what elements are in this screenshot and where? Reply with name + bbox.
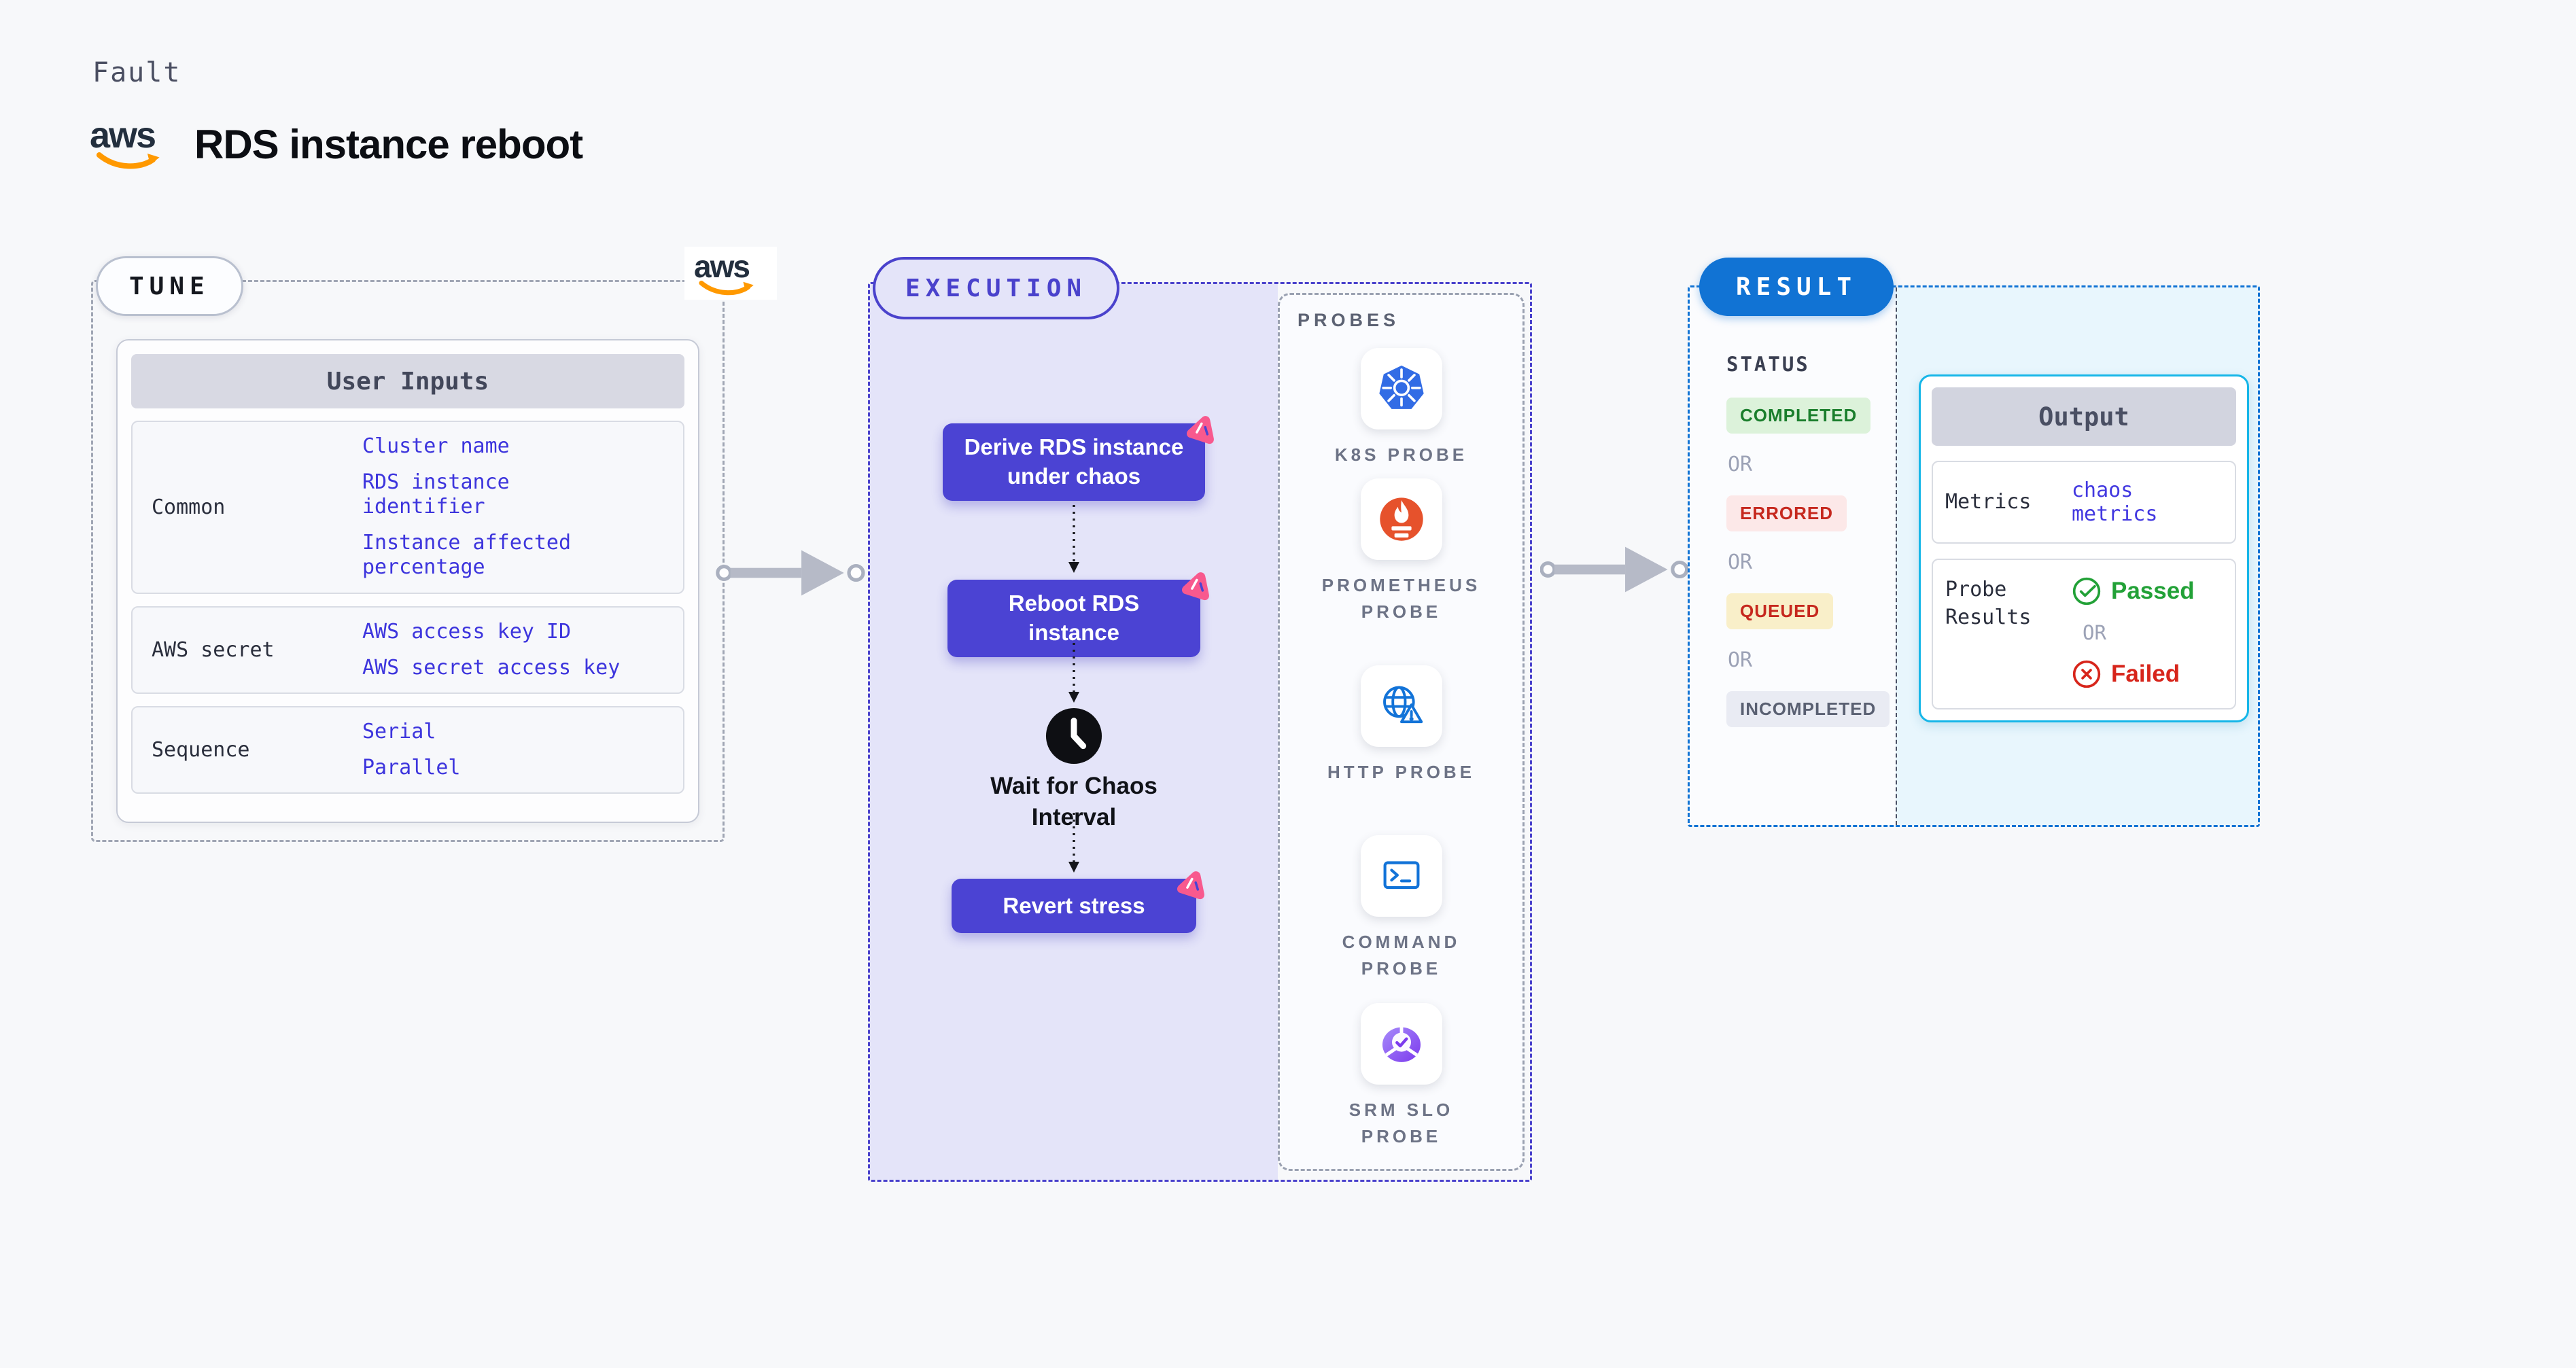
or-separator: OR bbox=[1728, 550, 1753, 574]
probe-card bbox=[1360, 348, 1442, 429]
tune-to-execution-arrow bbox=[716, 550, 865, 596]
input-row-label: Common bbox=[152, 495, 226, 519]
status-line: ERRORED bbox=[1726, 495, 1896, 531]
input-link[interactable]: Instance affected percentage bbox=[362, 530, 572, 580]
status-badge-queued: QUEUED bbox=[1726, 593, 1834, 629]
flow-arrow-down-icon bbox=[1068, 643, 1079, 703]
status-badge-incompleted: INCOMPLETED bbox=[1726, 691, 1890, 727]
probe-outcomes: Passed OR Failed bbox=[2072, 576, 2195, 689]
probe-item-command: COMMAND PROBE bbox=[1280, 835, 1522, 982]
result-badge: RESULT bbox=[1699, 258, 1894, 316]
output-row-metrics: Metrics chaos metrics bbox=[1932, 461, 2236, 544]
probe-results-label: Probe Results bbox=[1945, 578, 2032, 629]
input-link[interactable]: Parallel bbox=[362, 755, 461, 779]
probe-label: COMMAND PROBE bbox=[1342, 932, 1461, 979]
tune-section: TUNE aws User Inputs Common Cluster name… bbox=[91, 247, 777, 842]
failed-label: Failed bbox=[2111, 661, 2180, 687]
x-circle-icon bbox=[2072, 660, 2101, 688]
probe-label: PROMETHEUS PROBE bbox=[1321, 575, 1481, 622]
user-inputs-card: User Inputs Common Cluster name RDS inst… bbox=[116, 339, 699, 823]
probe-card bbox=[1360, 835, 1442, 917]
input-row-sequence: Sequence Serial Parallel bbox=[131, 706, 684, 794]
aws-smile-icon bbox=[699, 281, 754, 296]
probe-item-prometheus: PROMETHEUS PROBE bbox=[1280, 478, 1522, 625]
probe-label: K8S PROBE bbox=[1334, 444, 1468, 465]
prometheus-icon bbox=[1379, 497, 1423, 541]
input-link[interactable]: RDS instance identifier bbox=[362, 470, 510, 519]
input-link[interactable]: AWS access key ID bbox=[362, 619, 572, 644]
probe-card bbox=[1360, 1003, 1442, 1085]
or-separator: OR bbox=[1728, 453, 1753, 476]
input-row-aws-secret: AWS secret AWS access key ID AWS secret … bbox=[131, 606, 684, 695]
input-link[interactable]: AWS secret access key bbox=[362, 655, 621, 680]
status-heading: STATUS bbox=[1726, 353, 1810, 376]
probe-item-k8s: K8S PROBE bbox=[1280, 348, 1522, 468]
aws-smile-icon bbox=[96, 152, 160, 169]
outcome-failed: Failed bbox=[2072, 659, 2195, 689]
outcome-passed: Passed bbox=[2072, 576, 2195, 606]
status-badge-errored: ERRORED bbox=[1726, 495, 1847, 531]
input-row-links: Serial Parallel bbox=[362, 720, 634, 780]
flow-arrow-down-icon bbox=[1068, 505, 1079, 573]
input-link[interactable]: Serial bbox=[362, 720, 436, 744]
probe-card bbox=[1360, 665, 1442, 747]
chaos-fault-icon bbox=[1177, 871, 1204, 900]
probe-card bbox=[1360, 478, 1442, 560]
input-row-label: AWS secret bbox=[152, 638, 275, 663]
status-line: QUEUED bbox=[1726, 593, 1896, 629]
metrics-label: Metrics bbox=[1945, 489, 2032, 514]
flow-node-reboot: Reboot RDS instance bbox=[947, 580, 1200, 657]
probes-panel: PROBES bbox=[1278, 293, 1525, 1171]
aws-logo: aws bbox=[90, 117, 178, 173]
probes-heading: PROBES bbox=[1298, 310, 1400, 330]
input-row-links: AWS access key ID AWS secret access key bbox=[362, 620, 634, 680]
status-badge-completed: COMPLETED bbox=[1726, 398, 1871, 434]
result-section: RESULT STATUS COMPLETED OR ERRORED OR QU… bbox=[1688, 258, 2260, 827]
probe-label: HTTP PROBE bbox=[1327, 762, 1476, 782]
probe-label: SRM SLO PROBE bbox=[1348, 1100, 1454, 1146]
srm-slo-icon bbox=[1382, 1026, 1421, 1062]
probe-item-http: HTTP PROBE bbox=[1280, 665, 1522, 786]
wait-step-label: Wait for Chaos Interval bbox=[990, 773, 1158, 831]
aws-wordmark: aws bbox=[694, 249, 750, 284]
input-row-links: Cluster name RDS instance identifier Ins… bbox=[362, 434, 634, 580]
aws-wordmark: aws bbox=[90, 115, 156, 156]
execution-to-result-arrow bbox=[1540, 546, 1689, 593]
or-separator: OR bbox=[1728, 648, 1753, 672]
flow-arrow-down-icon bbox=[1068, 813, 1079, 873]
output-header: Output bbox=[1932, 387, 2236, 446]
clock-icon bbox=[1045, 707, 1102, 765]
check-circle-icon bbox=[2072, 577, 2101, 606]
or-separator: OR bbox=[2083, 621, 2106, 644]
chaos-fault-icon bbox=[1182, 572, 1209, 601]
execution-badge: EXECUTION bbox=[873, 257, 1120, 319]
input-row-label: Sequence bbox=[152, 738, 250, 762]
user-inputs-header: User Inputs bbox=[131, 354, 684, 408]
kubernetes-icon bbox=[1378, 365, 1424, 409]
page-title: RDS instance reboot bbox=[194, 122, 583, 167]
probe-item-srm-slo: SRM SLO PROBE bbox=[1280, 1003, 1522, 1150]
status-column: STATUS COMPLETED OR ERRORED OR QUEUED OR… bbox=[1690, 287, 1896, 825]
execution-flow-panel: Derive RDS instance under chaos Reboot R… bbox=[870, 284, 1278, 1180]
http-globe-icon bbox=[1382, 686, 1423, 724]
input-row-common: Common Cluster name RDS instance identif… bbox=[131, 421, 684, 594]
output-row-probe-results: Probe Results Passed OR bbox=[1932, 559, 2236, 709]
execution-section: Derive RDS instance under chaos Reboot R… bbox=[868, 257, 1532, 1182]
fault-kind-label: Fault bbox=[92, 57, 181, 88]
passed-label: Passed bbox=[2111, 578, 2195, 604]
output-card: Output Metrics chaos metrics Probe Resul… bbox=[1919, 374, 2249, 722]
command-terminal-icon bbox=[1383, 861, 1419, 890]
status-line: COMPLETED bbox=[1726, 398, 1896, 434]
flow-node-derive: Derive RDS instance under chaos bbox=[943, 423, 1205, 501]
flow-node-revert: Revert stress bbox=[952, 879, 1196, 933]
tune-badge: TUNE bbox=[96, 256, 243, 316]
status-line: INCOMPLETED bbox=[1726, 691, 1896, 727]
input-link[interactable]: Cluster name bbox=[362, 434, 510, 458]
chaos-fault-icon bbox=[1187, 416, 1214, 444]
result-output-area: Output Metrics chaos metrics Probe Resul… bbox=[1896, 287, 2258, 825]
wait-step bbox=[1045, 707, 1103, 765]
aws-logo-tune-corner: aws bbox=[684, 247, 777, 300]
chaos-metrics-link[interactable]: chaos metrics bbox=[2072, 478, 2158, 526]
